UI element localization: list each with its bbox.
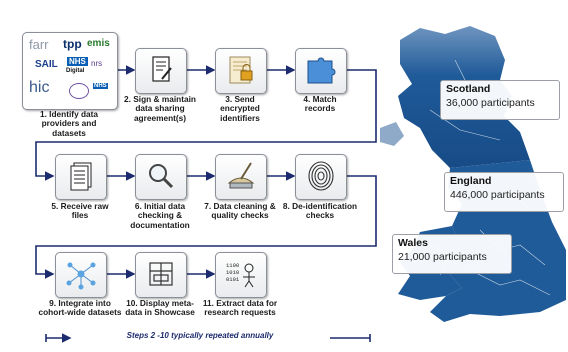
- step-9-icon: [55, 252, 107, 298]
- magnifier-icon: [149, 164, 174, 189]
- sd-logo: [69, 83, 89, 99]
- step-9-label: 9. Integrate into cohort-wide datasets: [38, 298, 122, 318]
- nhs-logo: NHS: [67, 57, 88, 66]
- step-3-label: 3. Send encrypted identifiers: [220, 94, 260, 123]
- map-northern-ireland: [380, 122, 404, 146]
- svg-text:1010: 1010: [226, 269, 239, 276]
- cleaning-icon: [227, 162, 255, 189]
- network-icon: [66, 262, 96, 290]
- hic-logo: hic: [29, 79, 50, 96]
- files-icon: [70, 162, 92, 191]
- step-4-icon: [295, 48, 347, 94]
- step-7-icon: [215, 154, 267, 200]
- encrypted-file-icon: [229, 56, 253, 84]
- data-provider-logos: farr tpp emis SAIL NHS Digital nrs hic N…: [22, 32, 118, 110]
- region-count: 446,000 participants: [450, 189, 545, 201]
- svg-text:0101: 0101: [226, 276, 240, 283]
- nrs-logo: nrs: [91, 59, 103, 68]
- step-10-icon: [135, 252, 187, 298]
- step-7-label: 7. Data cleaning & quality checks: [204, 201, 276, 221]
- step-11-label: 11. Extract data for research requests: [202, 298, 278, 318]
- footer-note: Steps 2 -10 typically repeated annually: [126, 331, 274, 340]
- region-name: England: [450, 175, 492, 187]
- document-sign-icon: [152, 56, 172, 82]
- step-10-label: 10. Display meta-data in Showcase: [125, 298, 195, 318]
- step-3-icon: [215, 48, 267, 94]
- region-england: England 446,000 participants: [444, 172, 564, 212]
- step-8-label: 8. De-identification checks: [282, 201, 358, 221]
- step-2-label: 2. Sign & maintain data sharing agreemen…: [124, 94, 196, 123]
- step-5-icon: [55, 154, 107, 200]
- nhs-digital-logo: Digital: [66, 68, 85, 74]
- step-2-icon: [135, 48, 187, 94]
- region-count: 21,000 participants: [398, 251, 487, 263]
- region-count: 36,000 participants: [446, 97, 535, 109]
- nhs-small-logo: NHS: [93, 83, 108, 89]
- region-name: Wales: [398, 237, 428, 249]
- farr-logo: farr: [29, 37, 49, 52]
- step-6-icon: [135, 154, 187, 200]
- step-4-label: 4. Match records: [303, 94, 337, 114]
- printing-press-icon: [149, 262, 173, 286]
- step-8-icon: [295, 154, 347, 200]
- fingerprint-icon: [308, 161, 334, 191]
- puzzle-icon: [307, 57, 336, 84]
- region-scotland: Scotland 36,000 participants: [440, 80, 560, 120]
- tpp-logo: tpp: [63, 37, 82, 51]
- step-1-label: 1. Identify data providers and datasets: [39, 109, 99, 138]
- step-5-label: 5. Receive raw files: [51, 201, 109, 221]
- region-name: Scotland: [446, 83, 491, 95]
- region-wales: Wales 21,000 participants: [392, 234, 512, 274]
- svg-text:1100: 1100: [226, 262, 239, 269]
- emis-logo: emis: [87, 38, 110, 49]
- sail-logo: SAIL: [35, 59, 58, 70]
- step-6-label: 6. Initial data checking & documentation: [130, 201, 190, 230]
